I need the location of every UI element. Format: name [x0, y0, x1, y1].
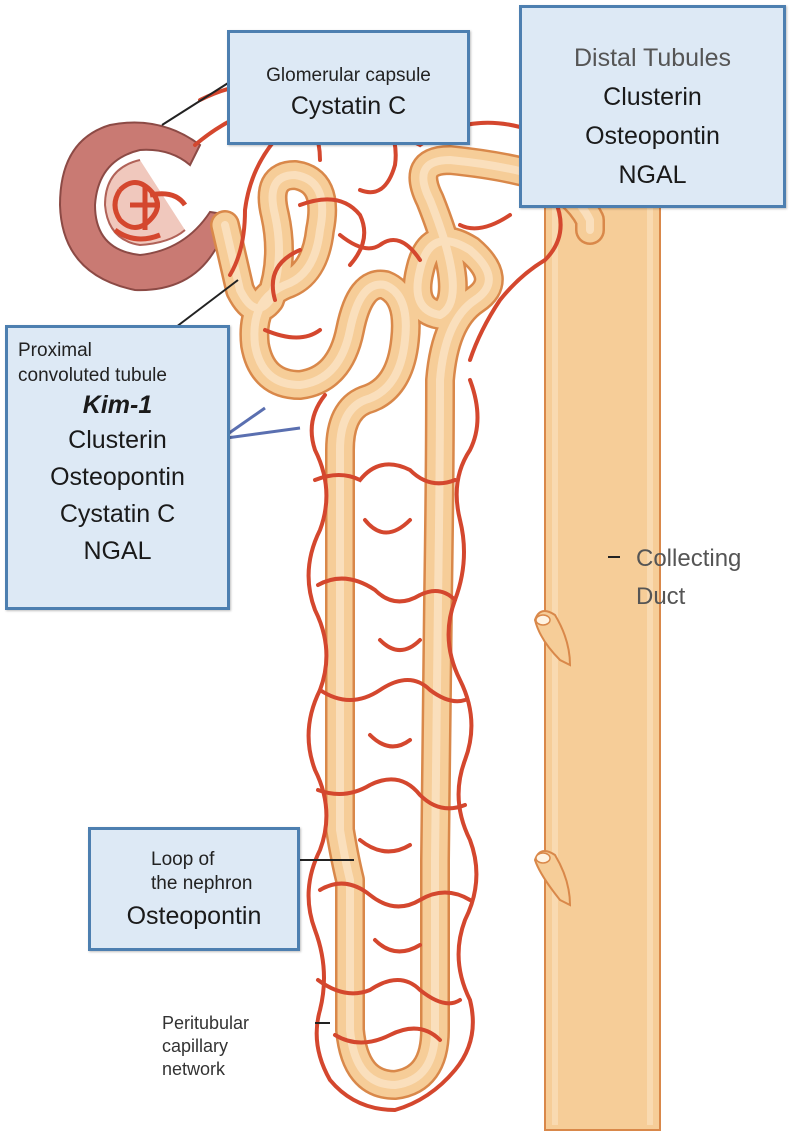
collecting-duct-line2: Duct [636, 583, 686, 610]
peritubular-line3: network [162, 1059, 226, 1079]
collecting-duct-shape [533, 144, 661, 1131]
distal-marker: NGAL [618, 161, 687, 189]
distal-marker: Clusterin [603, 83, 702, 111]
proximal-marker: Clusterin [68, 426, 167, 454]
proximal-marker: Osteopontin [50, 463, 185, 491]
proximal-marker: NGAL [83, 537, 152, 565]
distal-marker: Osteopontin [585, 122, 720, 150]
collecting-duct-label: Collecting Duct [636, 540, 741, 616]
distal-tubules-title: Distal Tubules [573, 44, 732, 72]
peritubular-capillaries [193, 83, 577, 1113]
proximal-tubule-label-box: Proximal convoluted tubule Kim-1 Cluster… [5, 325, 230, 610]
glomerular-capsule-shape [58, 121, 231, 292]
glomerular-capsule-label-box: Glomerular capsule Cystatin C [227, 30, 470, 145]
loop-title-line1: Loop of [151, 849, 215, 870]
peritubular-label: Peritubular capillary network [162, 1012, 249, 1081]
loop-label-box: Loop of the nephron Osteopontin [88, 827, 300, 951]
peritubular-line1: Peritubular [162, 1013, 250, 1033]
glomerular-capsule-marker: Cystatin C [290, 92, 407, 120]
proximal-marker: Cystatin C [59, 500, 176, 528]
distal-tubules-label-box: Distal Tubules Clusterin Osteopontin NGA… [519, 5, 786, 208]
loop-marker: Osteopontin [126, 902, 262, 930]
proximal-marker-kim1: Kim-1 [82, 391, 153, 419]
proximal-tubule-title-line1: Proximal [18, 340, 92, 361]
collecting-duct-line1: Collecting [636, 545, 742, 572]
nephron-tubule [210, 145, 605, 1100]
peritubular-line2: capillary [162, 1036, 229, 1056]
loop-title-line2: the nephron [151, 873, 253, 894]
proximal-tubule-title-line2: convoluted tubule [18, 365, 167, 386]
glomerular-capsule-title: Glomerular capsule [266, 65, 431, 86]
